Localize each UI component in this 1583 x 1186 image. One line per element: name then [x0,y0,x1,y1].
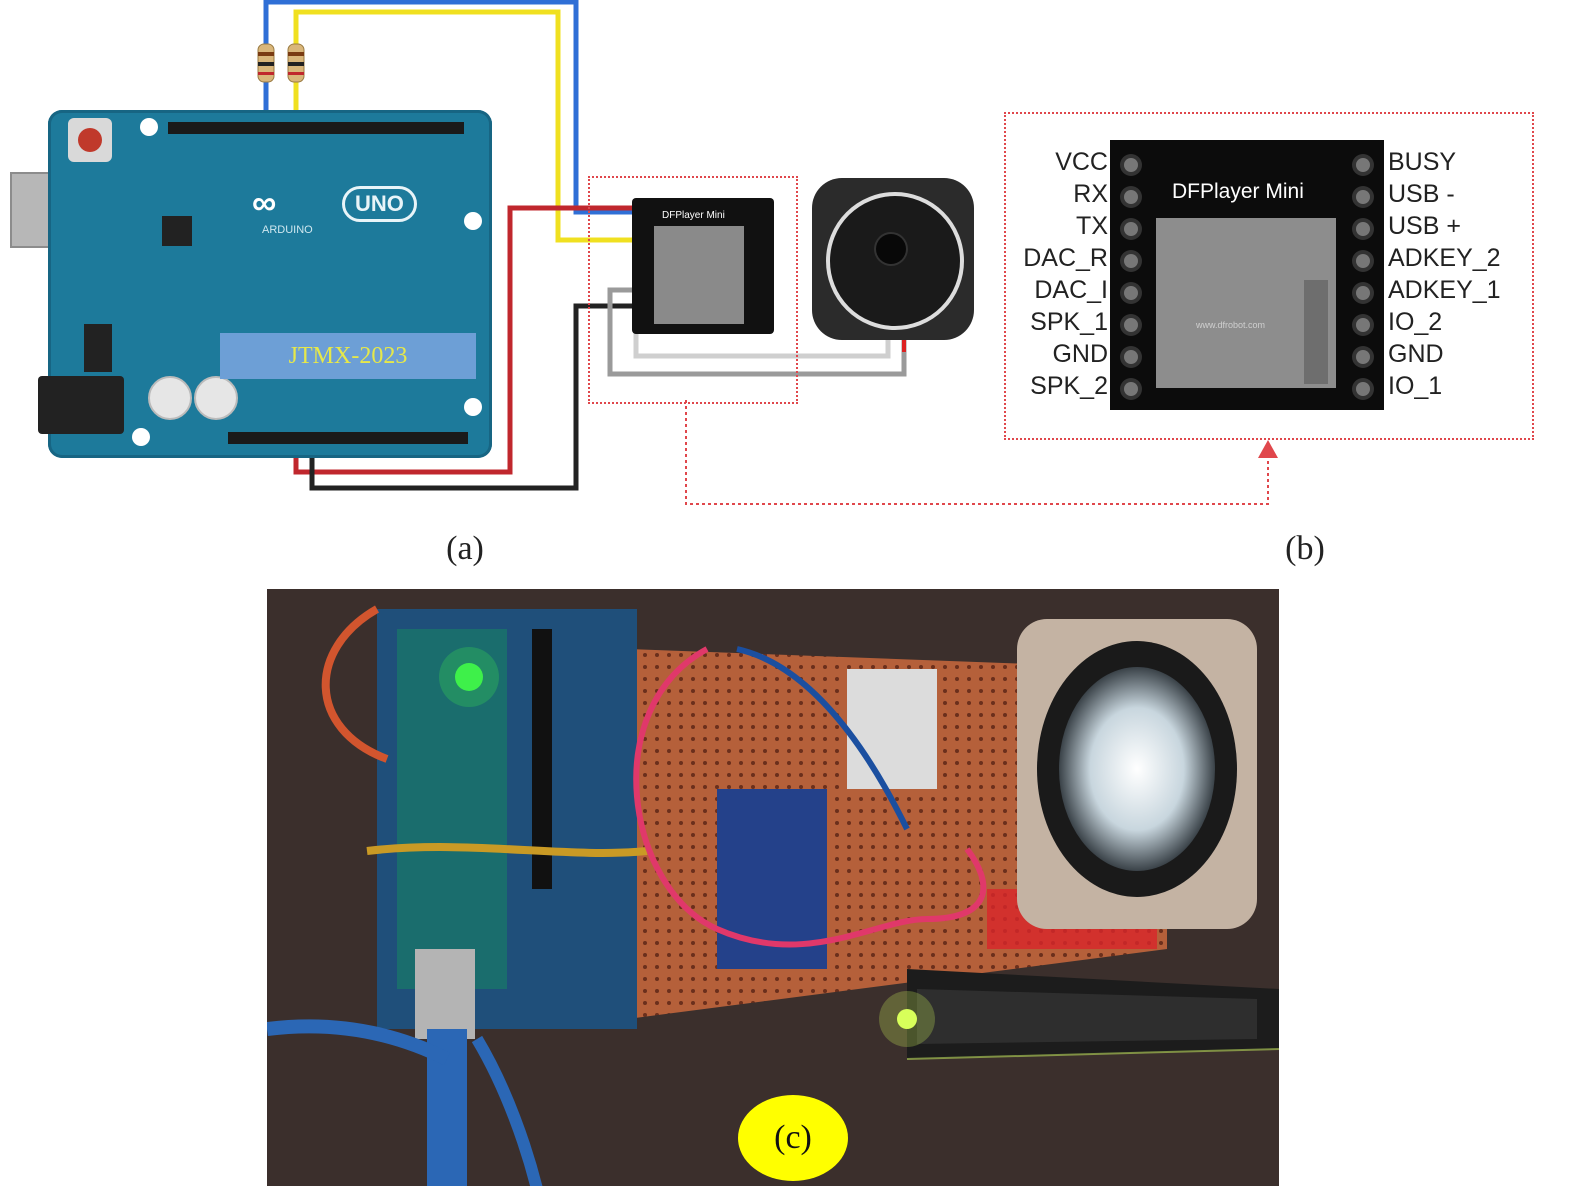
pin-label-io-2: IO_2 [1388,308,1443,336]
analog-power-header [228,432,468,444]
pin-left [1124,318,1138,332]
mount-hole [132,428,150,446]
pin-label-io-1: IO_1 [1388,372,1443,400]
board-label: JTMX-2023 [220,333,476,379]
pin-right [1356,382,1370,396]
sd-notch [1304,280,1328,384]
chip [162,216,192,246]
pin-label-dac-i: DAC_I [1034,276,1108,304]
dfplayer-mini-module: DFPlayer Mini www.dfrobot.com [1110,140,1384,410]
sd-text: www.dfrobot.com [1196,320,1266,330]
speaker-icon [812,178,974,340]
caption-a: (a) [446,530,484,567]
pin-right [1356,286,1370,300]
regulator [84,324,112,372]
sd-slot [654,226,744,324]
pin-label-busy: BUSY [1388,148,1457,176]
pin-label-spk-2: SPK_2 [1030,372,1108,400]
caption-c-badge: (c) [738,1095,848,1181]
digital-header [168,122,464,134]
dfplayer-small-label: DFPlayer Mini [662,210,725,221]
pin-right [1356,350,1370,364]
uno-badge: UNO [342,186,417,222]
mount-hole [464,398,482,416]
pin-left [1124,158,1138,172]
dfplayer-highlight-box [588,176,798,404]
power-jack [38,376,124,434]
pin-label-gnd-right: GND [1388,340,1444,368]
pin-right [1356,158,1370,172]
resistor-icon [287,43,305,83]
pin-label-adkey-1: ADKEY_1 [1388,276,1501,304]
pin-left [1124,190,1138,204]
dfplayer-title: DFPlayer Mini [1172,180,1304,203]
pin-label-adkey-2: ADKEY_2 [1388,244,1501,272]
pin-label-vcc: VCC [1055,148,1108,176]
pin-label-gnd-left: GND [1052,340,1108,368]
pin-label-spk-1: SPK_1 [1030,308,1108,336]
mount-hole [464,212,482,230]
wire-red [293,205,638,475]
capacitor [148,376,192,420]
pin-left [1124,222,1138,236]
arrow-up-icon [1258,440,1278,458]
pin-label-dac-r: DAC_R [1023,244,1108,272]
pinout-box [1004,112,1534,440]
pin-label-tx: TX [1076,212,1108,240]
wiring-svg [257,0,1278,505]
resistor-icon [257,43,275,83]
pin-left [1124,382,1138,396]
pin-label-usb-plus: USB + [1388,212,1461,240]
hardware-photo [267,589,1279,1186]
pin-right [1356,190,1370,204]
arduino-logo-icon: ∞ [252,184,276,222]
pin-right [1356,222,1370,236]
pin-left [1124,254,1138,268]
wire-black [309,303,638,491]
pin-right [1356,254,1370,268]
brand-label: ARDUINO [262,224,313,236]
wire-blue-run [266,0,638,215]
mount-hole [140,118,158,136]
pin-left [1124,286,1138,300]
reset-button [68,118,112,162]
speaker-dome [876,234,906,264]
caption-b: (b) [1285,530,1325,567]
pin-label-usb-minus: USB - [1388,180,1455,208]
pin-left [1124,350,1138,364]
capacitor [194,376,238,420]
pin-label-rx: RX [1073,180,1108,208]
dashed-connector [685,400,1269,505]
pin-right [1356,318,1370,332]
wire-speaker-1 [607,287,907,377]
photo-illustration [267,589,1279,1186]
dfplayer-small: DFPlayer Mini [632,198,774,334]
